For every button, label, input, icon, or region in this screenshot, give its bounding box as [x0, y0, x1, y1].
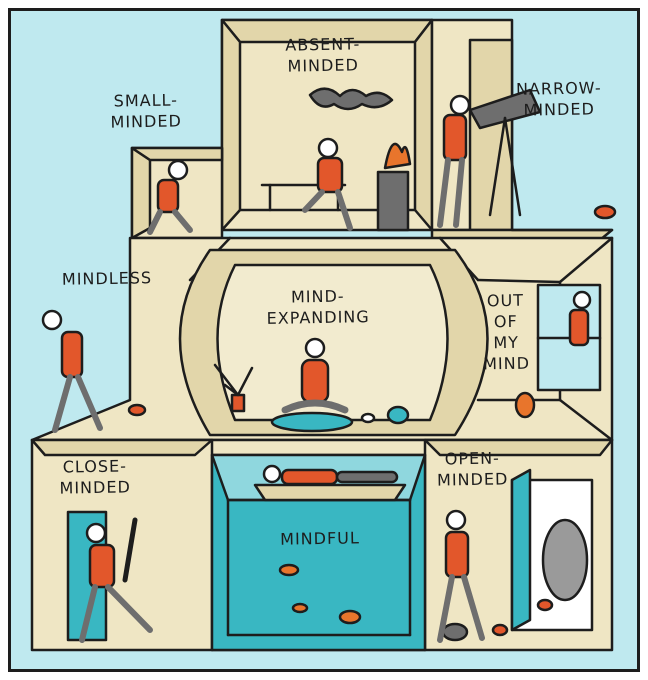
- label-mindful: MINDFUL: [280, 528, 360, 549]
- label-mind-expanding: MIND- EXPANDING: [266, 286, 370, 328]
- label-small-minded: SMALL- MINDED: [110, 90, 182, 132]
- label-mindless: MINDLESS: [61, 268, 153, 289]
- label-close-minded: CLOSE- MINDED: [59, 456, 131, 498]
- label-absent-minded: ABSENT- MINDED: [285, 34, 361, 76]
- raft-icon: [253, 483, 407, 502]
- label-out-of-my-mind: OUT OF MY MIND: [482, 290, 531, 374]
- person-absent-minded: [302, 137, 353, 231]
- person-narrow-minded: [437, 94, 471, 228]
- stove-stand-icon: [376, 142, 412, 232]
- label-narrow-minded: NARROW- MINDED: [515, 78, 602, 120]
- person-close-minded: [79, 517, 153, 643]
- fish-icon: [278, 563, 362, 625]
- meditation-mat: [270, 411, 354, 433]
- person-mindful: [262, 464, 399, 486]
- plant-icon: [213, 363, 254, 413]
- bird-icon: [127, 204, 617, 417]
- person-mindless: [41, 309, 103, 433]
- person-open-minded: [437, 509, 485, 643]
- telescope-icon: [468, 88, 542, 217]
- label-open-minded: OPEN- MINDED: [436, 448, 509, 490]
- teapot-icon: [360, 405, 410, 425]
- mind-expanding-room: [178, 248, 489, 437]
- person-mind-expanding: [281, 337, 349, 414]
- person-out-of-my-mind: [568, 290, 592, 347]
- person-small-minded: [147, 159, 193, 235]
- cat-icon: [514, 391, 536, 419]
- smoke-icon: [308, 87, 394, 111]
